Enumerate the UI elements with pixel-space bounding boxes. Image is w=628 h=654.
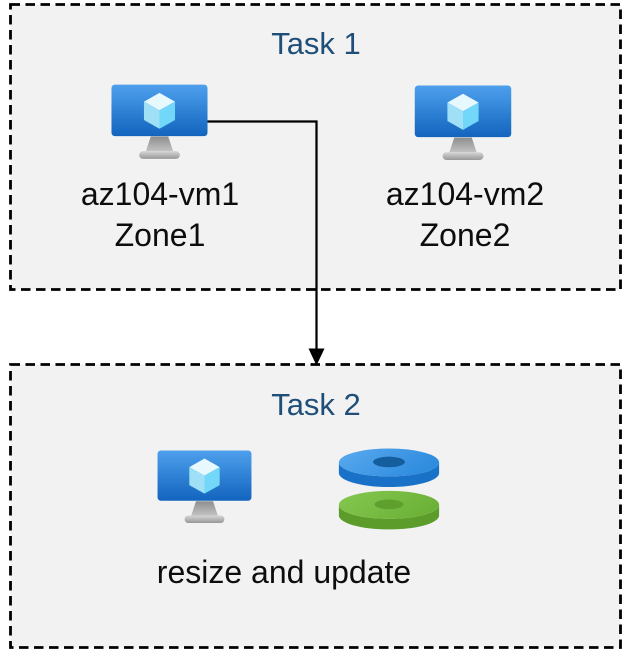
task2-caption: resize and update	[156, 554, 412, 590]
vm2-azure-virtual-machine-icon	[414, 85, 512, 161]
vm2-label: az104-vm2 Zone2	[345, 174, 585, 256]
vm1-azure-virtual-machine-icon	[111, 84, 208, 160]
task2-title: Task 2	[271, 387, 361, 422]
connector-line	[207, 120, 318, 350]
vm1-label: az104-vm1 Zone1	[40, 174, 280, 256]
azure-managed-disks-icon	[336, 443, 442, 532]
task1-title: Task 1	[271, 26, 361, 61]
connector-arrowhead-icon	[308, 348, 325, 366]
vm1-zone: Zone1	[114, 217, 206, 253]
task2-azure-virtual-machine-icon	[157, 450, 252, 524]
vm2-name: az104-vm2	[385, 176, 545, 212]
vm2-zone: Zone2	[419, 217, 511, 253]
task2-box	[9, 363, 622, 649]
vm1-name: az104-vm1	[80, 176, 240, 212]
